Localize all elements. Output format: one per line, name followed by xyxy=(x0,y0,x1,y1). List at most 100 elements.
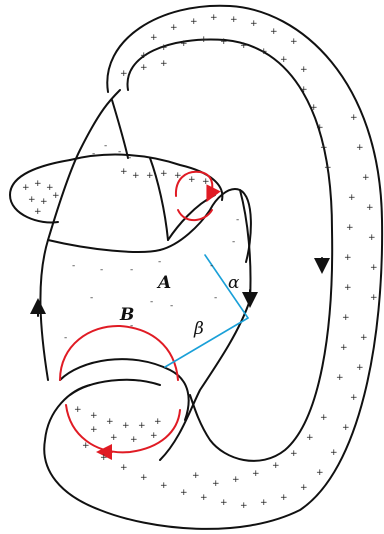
negative-region-signs: ----------------- xyxy=(64,141,239,343)
center-strand-a xyxy=(149,157,169,241)
minus-sign: - xyxy=(130,265,133,275)
outer-loop-strand xyxy=(43,4,384,530)
plus-sign: + xyxy=(290,37,298,47)
plus-sign: + xyxy=(316,123,324,133)
plus-sign: + xyxy=(120,167,128,177)
plus-sign: + xyxy=(240,501,248,511)
plus-sign: + xyxy=(368,233,376,243)
plus-sign: + xyxy=(122,421,130,431)
minus-sign: - xyxy=(210,261,213,271)
plus-sign: + xyxy=(348,193,356,203)
minus-sign: - xyxy=(92,149,95,159)
plus-sign: + xyxy=(52,191,60,201)
mid-strand xyxy=(47,239,161,253)
plus-sign: + xyxy=(220,498,228,508)
plus-sign: + xyxy=(170,23,178,33)
plus-sign: + xyxy=(344,253,352,263)
plus-sign: + xyxy=(150,431,158,441)
minus-sign: - xyxy=(64,333,67,343)
left-strand xyxy=(39,89,121,381)
plus-sign: + xyxy=(120,463,128,473)
plus-sign: + xyxy=(82,441,90,451)
plus-sign: + xyxy=(100,453,108,463)
label-A: A xyxy=(156,273,171,293)
plus-sign: + xyxy=(180,39,188,49)
label-alpha: α xyxy=(228,273,240,293)
plus-sign: + xyxy=(260,498,268,508)
minus-sign: - xyxy=(236,215,239,225)
bottom-lobe-inner xyxy=(69,378,161,396)
plus-sign: + xyxy=(46,183,54,193)
plus-sign: + xyxy=(230,15,238,25)
plus-sign: + xyxy=(212,479,220,489)
plus-sign: + xyxy=(336,373,344,383)
plus-sign: + xyxy=(132,171,140,181)
plus-sign: + xyxy=(360,333,368,343)
plus-sign: + xyxy=(90,425,98,435)
plus-sign: + xyxy=(74,405,82,415)
plus-sign: + xyxy=(200,493,208,503)
plus-sign: + xyxy=(300,85,308,95)
minus-sign: - xyxy=(104,141,107,151)
plus-sign: + xyxy=(290,449,298,459)
plus-sign: + xyxy=(324,163,332,173)
segment-alpha xyxy=(204,254,249,319)
minus-sign: - xyxy=(118,147,121,157)
minus-sign: - xyxy=(130,321,133,331)
plus-sign: + xyxy=(160,59,168,69)
positive-region-signs: ++++++++++++++++++++++++++++++++++++++++… xyxy=(22,13,378,511)
plus-sign: + xyxy=(342,313,350,323)
plus-sign: + xyxy=(34,207,42,217)
plus-sign: + xyxy=(320,413,328,423)
plus-sign: + xyxy=(190,17,198,27)
plus-sign: + xyxy=(252,469,260,479)
plus-sign: + xyxy=(350,393,358,403)
plus-sign: + xyxy=(366,203,374,213)
plus-sign: + xyxy=(174,171,182,181)
minus-sign: - xyxy=(158,257,161,267)
plus-sign: + xyxy=(370,293,378,303)
plus-sign: + xyxy=(106,417,114,427)
plus-sign: + xyxy=(344,283,352,293)
plus-sign: + xyxy=(280,493,288,503)
plus-sign: + xyxy=(34,179,42,189)
minus-sign: - xyxy=(90,293,93,303)
plus-sign: + xyxy=(150,33,158,43)
plus-sign: + xyxy=(320,143,328,153)
plus-sign: + xyxy=(270,27,278,37)
arc-B xyxy=(59,324,179,381)
plus-sign: + xyxy=(90,411,98,421)
plus-sign: + xyxy=(300,65,308,75)
plus-sign: + xyxy=(140,473,148,483)
arc-A-lower xyxy=(177,209,213,222)
plus-sign: + xyxy=(280,55,288,65)
minus-sign: - xyxy=(232,237,235,247)
plus-sign: + xyxy=(240,41,248,51)
plus-sign: + xyxy=(146,171,154,181)
inner-loop-strand xyxy=(126,38,334,462)
plus-sign: + xyxy=(110,433,118,443)
plus-sign: + xyxy=(160,43,168,53)
plus-sign: + xyxy=(140,63,148,73)
plus-sign: + xyxy=(356,363,364,373)
arc-bottom xyxy=(65,404,181,454)
plus-sign: + xyxy=(330,448,338,458)
plus-sign: + xyxy=(220,37,228,47)
plus-sign: + xyxy=(138,421,146,431)
minus-sign: - xyxy=(128,153,131,163)
plus-sign: + xyxy=(202,177,210,187)
alpha-strand xyxy=(239,189,252,301)
plus-sign: + xyxy=(356,143,364,153)
minus-sign: - xyxy=(72,261,75,271)
plus-sign: + xyxy=(306,433,314,443)
plus-sign: + xyxy=(28,195,36,205)
plus-sign: + xyxy=(250,19,258,29)
arc-A xyxy=(174,170,221,203)
minus-sign: - xyxy=(150,297,153,307)
plus-sign: + xyxy=(342,423,350,433)
plus-sign: + xyxy=(160,169,168,179)
plus-sign: + xyxy=(160,481,168,491)
plus-sign: + xyxy=(200,35,208,45)
